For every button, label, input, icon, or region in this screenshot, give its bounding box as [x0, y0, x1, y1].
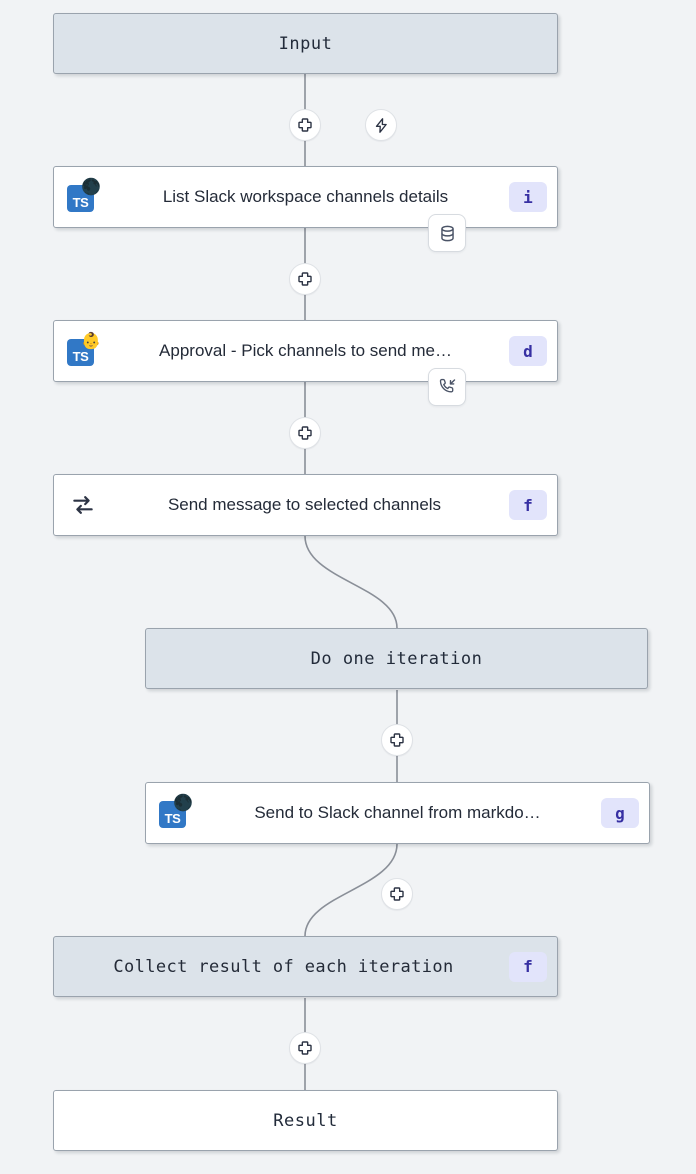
globe-badge-icon: 🌑 [173, 795, 193, 812]
step-id-badge[interactable]: g [601, 798, 639, 828]
incoming-call-icon [439, 378, 456, 393]
step-id-badge[interactable]: d [509, 336, 547, 366]
lightning-bolt-icon [375, 117, 387, 133]
step-node-label: Approval - Pick channels to send me… [159, 341, 452, 360]
step-node-send-message-selected-channels[interactable]: Send message to selected channels f [53, 474, 558, 536]
face-badge-icon: 👶 [81, 333, 101, 350]
ts-square-label: TS [67, 339, 94, 366]
step-id-badge[interactable]: f [509, 490, 547, 520]
add-trigger-button[interactable] [365, 109, 397, 141]
plus-icon [298, 426, 312, 440]
ts-square-label: TS [159, 801, 186, 828]
loop-collect-label: Collect result of each iteration [113, 956, 454, 977]
step-node-send-to-slack-from-markdown[interactable]: TS 🌑 Send to Slack channel from markdo… … [145, 782, 650, 844]
add-step-button-3[interactable] [289, 417, 321, 449]
add-step-button-2[interactable] [289, 263, 321, 295]
loop-collect-node[interactable]: Collect result of each iteration f [53, 936, 558, 997]
plus-icon [298, 272, 312, 286]
loop-icon [73, 496, 93, 514]
input-node[interactable]: Input [53, 13, 558, 74]
plus-icon [298, 1041, 312, 1055]
plus-icon [298, 118, 312, 132]
incoming-call-icon-chip[interactable] [428, 368, 466, 406]
edge-step3-to-loop [304, 535, 398, 629]
step-node-label: List Slack workspace channels details [162, 187, 449, 206]
plus-icon [390, 887, 404, 901]
loop-start-label: Do one iteration [310, 648, 483, 669]
step-node-list-slack-channels[interactable]: TS 🌑 List Slack workspace channels detai… [53, 166, 558, 228]
loop-collect-badge[interactable]: f [509, 951, 547, 982]
result-node[interactable]: Result [53, 1090, 558, 1151]
step-node-label: Send to Slack channel from markdo… [254, 803, 541, 822]
typescript-icon: TS 🌑 [158, 795, 194, 830]
typescript-icon: TS 🌑 [66, 179, 102, 214]
result-node-label: Result [273, 1110, 338, 1131]
loop-start-node[interactable]: Do one iteration [145, 628, 648, 689]
database-icon-chip[interactable] [428, 214, 466, 252]
loop-icon-wrap [66, 490, 100, 520]
step-node-label: Send message to selected channels [167, 495, 442, 514]
add-step-button-4[interactable] [381, 724, 413, 756]
typescript-icon: TS 👶 [66, 333, 102, 368]
database-icon [440, 225, 454, 241]
plus-icon [390, 733, 404, 747]
globe-badge-icon: 🌑 [81, 179, 101, 196]
add-step-button-5[interactable] [381, 878, 413, 910]
input-node-label: Input [278, 33, 333, 54]
add-step-button-6[interactable] [289, 1032, 321, 1064]
step-id-badge[interactable]: i [509, 182, 547, 212]
ts-square-label: TS [67, 185, 94, 212]
step-node-approval-pick-channels[interactable]: TS 👶 Approval - Pick channels to send me… [53, 320, 558, 382]
add-step-button-1[interactable] [289, 109, 321, 141]
